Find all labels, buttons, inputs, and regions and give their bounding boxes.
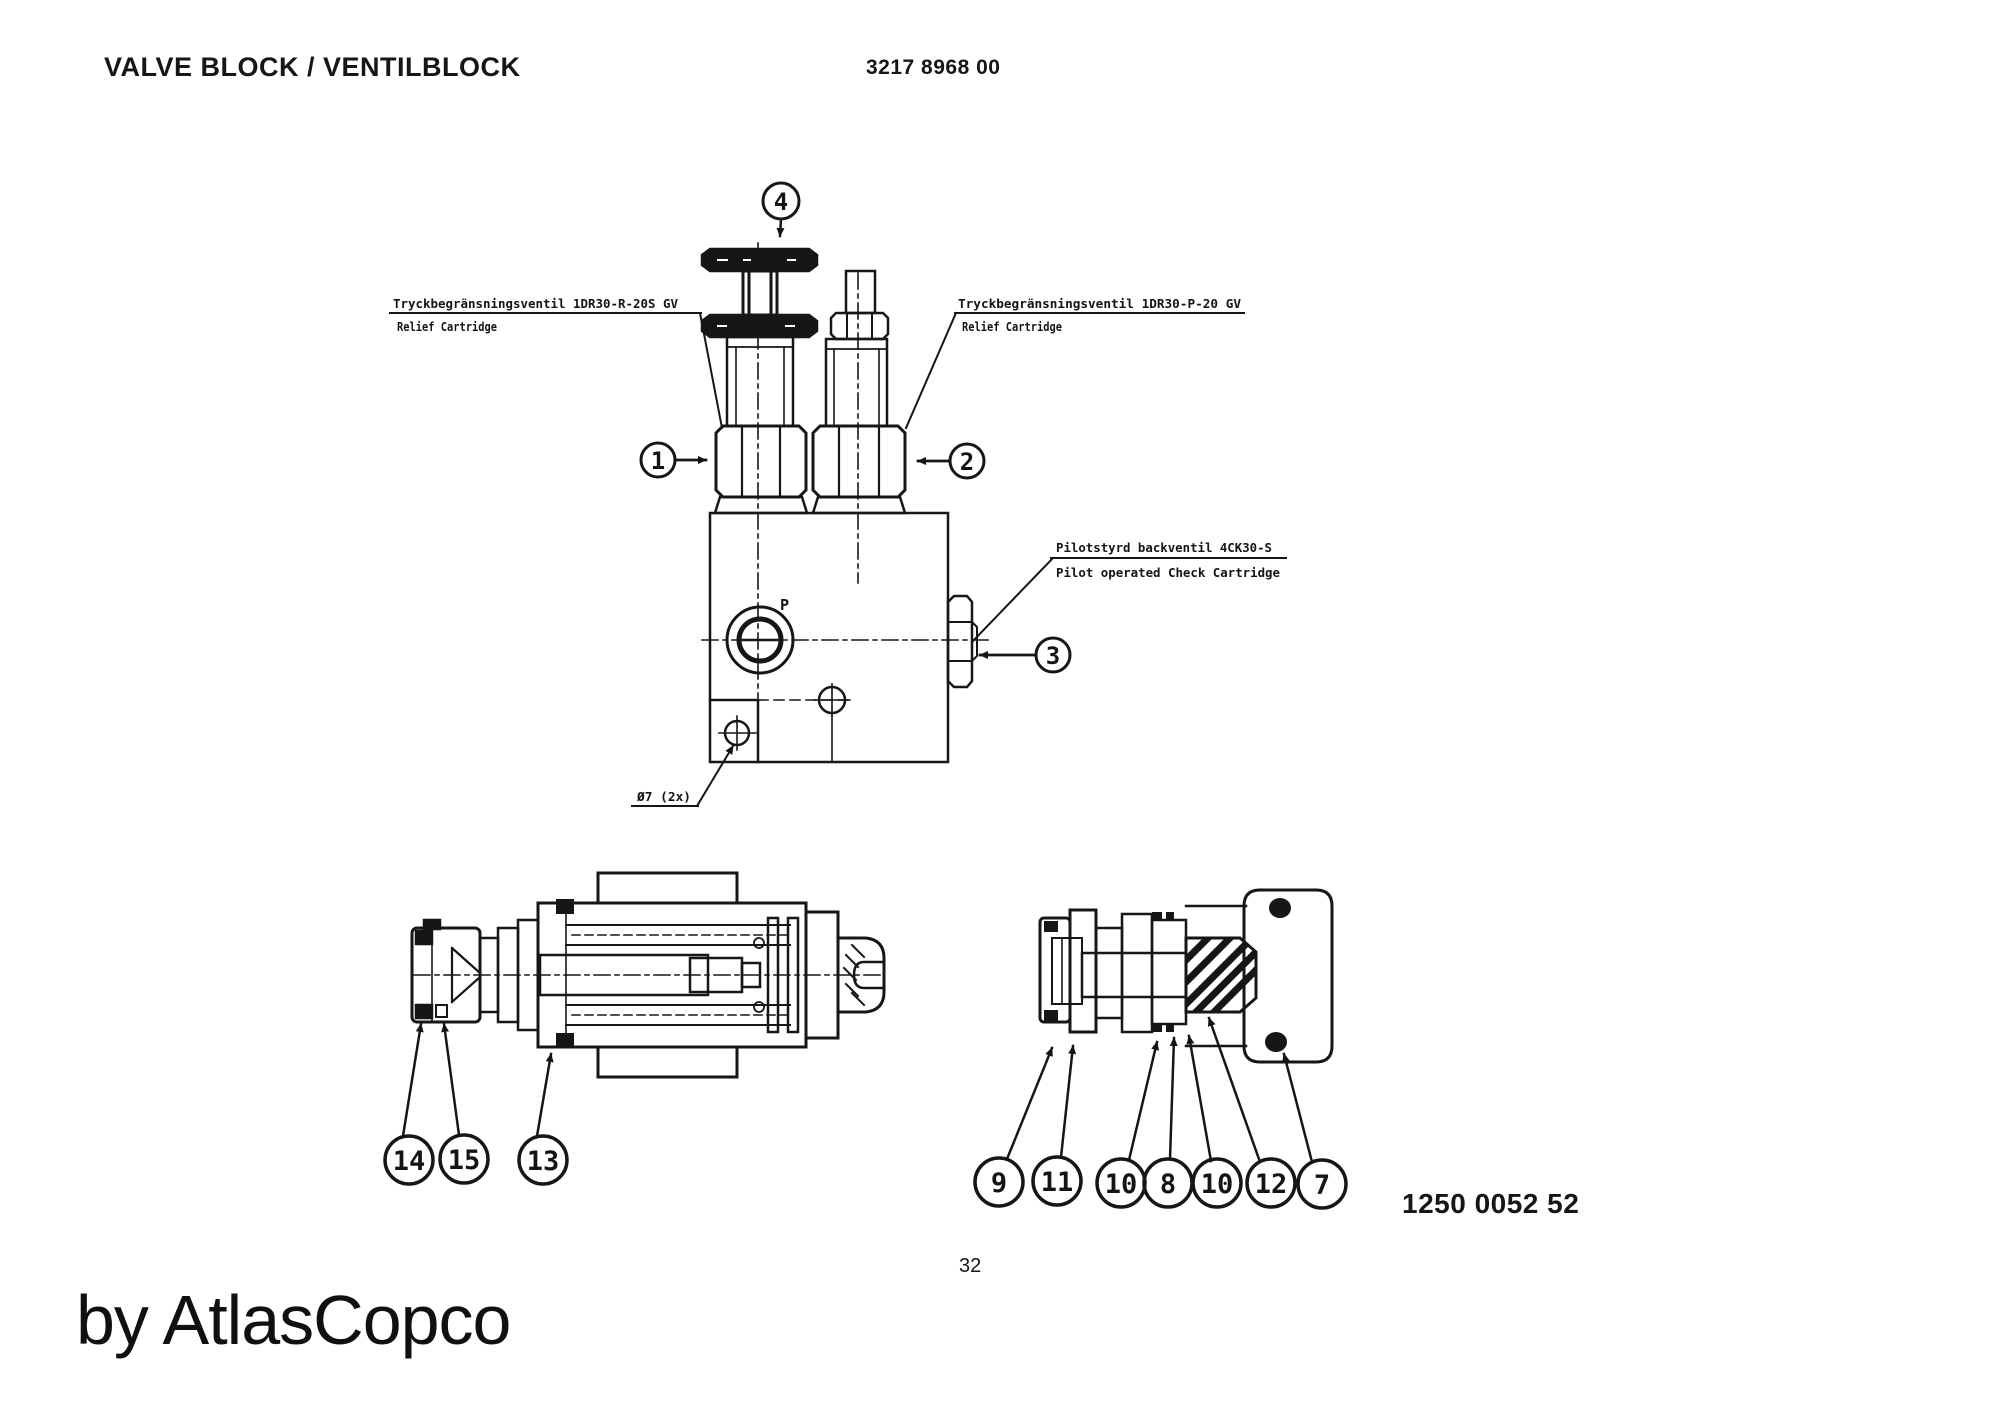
callout-15-number: 15 [448, 1145, 481, 1176]
callout-10a-number: 10 [1105, 1169, 1138, 1200]
section-view-directional-valve [383, 871, 886, 1186]
check-middle-stack [1080, 912, 1188, 1034]
callout-13-number: 13 [527, 1146, 560, 1177]
top-assembly-view [389, 181, 1287, 808]
callout-12-number: 12 [1255, 1169, 1288, 1200]
callout-12 [1207, 1016, 1297, 1209]
callout-2-number: 2 [960, 448, 974, 476]
check-end-cap [1038, 908, 1098, 1034]
label-hole-check-line2: Pilot operated Check Cartridge [1056, 565, 1280, 580]
relief-cartridge-right [811, 269, 907, 515]
callout-7-number: 7 [1314, 1170, 1330, 1201]
valve-outer-body [536, 871, 840, 1079]
callout-3 [978, 636, 1072, 674]
callout-7 [1282, 1052, 1348, 1210]
callout-1 [639, 441, 708, 479]
section-view-check-cartridge [973, 888, 1348, 1210]
valve-block-body [708, 511, 950, 764]
page-number: 32 [959, 1255, 982, 1277]
adjust-knob [700, 247, 819, 339]
label-hole-dia: Ø7 (2x) [636, 789, 691, 804]
page-title: VALVE BLOCK / VENTILBLOCK [104, 52, 521, 82]
doc-number: 1250 0052 52 [1402, 1188, 1580, 1219]
callout-11-number: 11 [1041, 1167, 1074, 1198]
check-cartridge-side [946, 594, 978, 689]
label-relief-right-line2: Relief Cartridge [962, 319, 1062, 334]
relief-cartridge-left [713, 335, 809, 515]
check-poppet-hatched [1184, 936, 1258, 1014]
bolt-hole-low [718, 715, 757, 751]
callout-10b-number: 10 [1201, 1169, 1234, 1200]
callout-3-number: 3 [1046, 642, 1060, 670]
watermark: by AtlasCopco [76, 1281, 511, 1359]
callout-4-number: 4 [774, 188, 788, 216]
end-cap-left [410, 918, 482, 1024]
clevis-hatch [842, 943, 866, 1007]
callout-9 [973, 1046, 1054, 1208]
label-relief-left-line2: Relief Cartridge [397, 319, 497, 334]
part-number: 3217 8968 00 [866, 56, 1001, 79]
clevis-end [836, 936, 886, 1014]
label-relief-right-line1: Tryckbegränsningsventil 1DR30-P-20 GV [958, 296, 1241, 311]
check-body-right [1184, 888, 1334, 1064]
callout-14 [383, 1022, 435, 1186]
label-check-line1: Pilotstyrd backventil 4CK30-S [1056, 540, 1272, 555]
spool-and-springs [538, 916, 800, 1034]
label-port-p: P [780, 596, 789, 614]
callout-15 [438, 1022, 490, 1185]
callout-1-number: 1 [651, 447, 665, 475]
callout-4 [761, 181, 801, 238]
label-leaders [389, 311, 1287, 808]
label-relief-left-line1: Tryckbegränsningsventil 1DR30-R-20S GV [393, 296, 678, 311]
bolt-hole-mid [813, 683, 851, 718]
callout-8-number: 8 [1160, 1169, 1176, 1200]
callout-9-number: 9 [991, 1168, 1007, 1199]
callout-2 [916, 442, 986, 480]
callout-14-number: 14 [393, 1146, 426, 1177]
callout-10b [1186, 1034, 1243, 1209]
callout-11 [1031, 1044, 1083, 1207]
callout-13 [517, 1052, 569, 1186]
